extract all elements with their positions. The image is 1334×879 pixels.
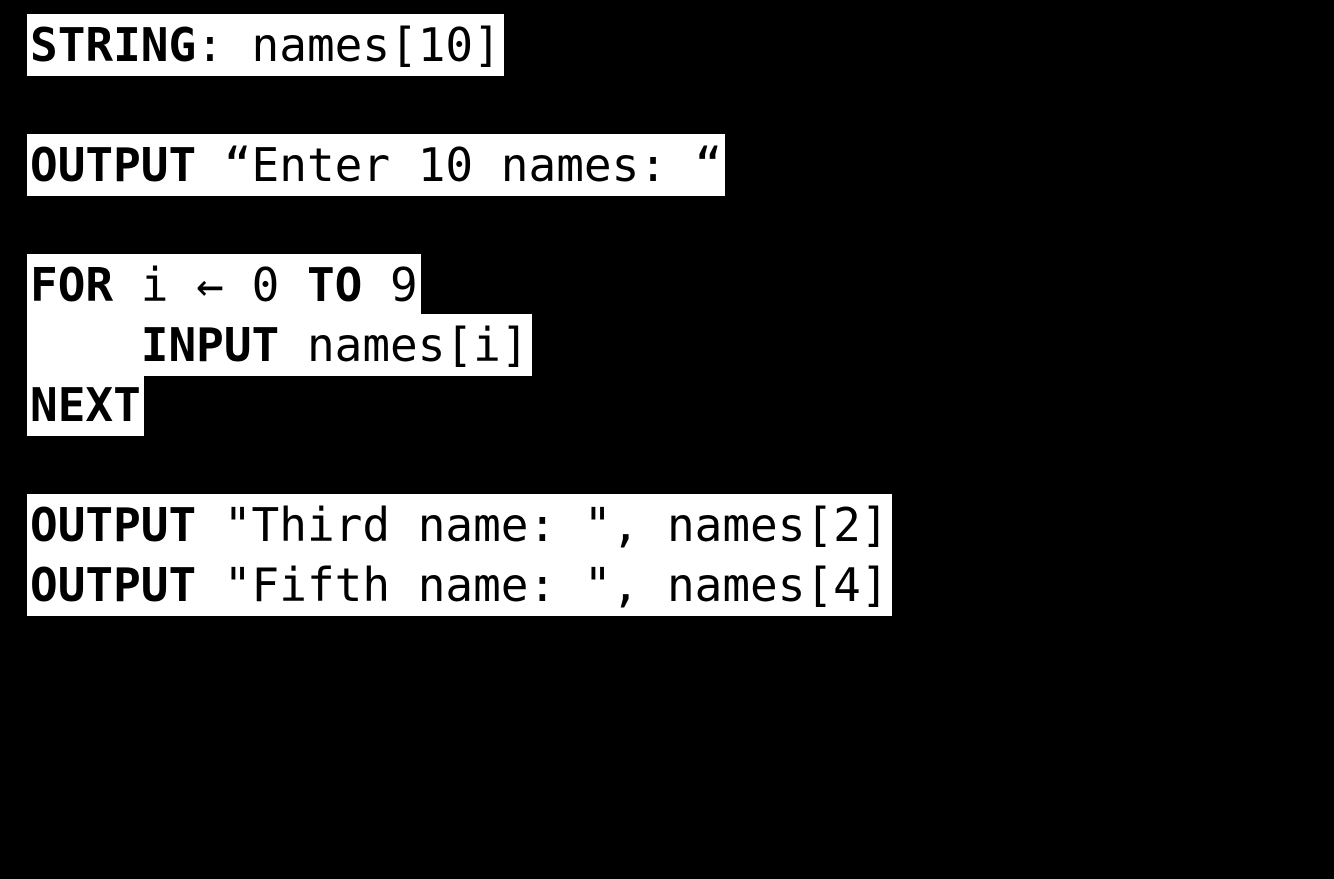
- keyword: FOR: [30, 258, 114, 312]
- code-line: [27, 195, 892, 255]
- code-line-highlight: OUTPUT “Enter 10 names: “: [27, 134, 726, 196]
- keyword: NEXT: [30, 378, 141, 432]
- code-line: [27, 435, 892, 495]
- code-text: i ← 0: [113, 258, 307, 312]
- code-line-highlight: INPUT names[i]: [27, 314, 532, 376]
- keyword: OUTPUT: [30, 138, 197, 192]
- keyword: OUTPUT: [30, 558, 197, 612]
- code-line: STRING: names[10]: [27, 14, 892, 76]
- code-line: OUTPUT "Fifth name: ", names[4]: [27, 554, 892, 616]
- keyword: OUTPUT: [30, 498, 197, 552]
- code-line: OUTPUT “Enter 10 names: “: [27, 134, 892, 196]
- code-line: OUTPUT "Third name: ", names[2]: [27, 494, 892, 556]
- code-text: "Fifth name: ", names[4]: [196, 558, 889, 612]
- code-line: NEXT: [27, 374, 892, 436]
- code-text: : names[10]: [196, 18, 501, 72]
- code-text: names[i]: [279, 318, 529, 372]
- code-text: 9: [362, 258, 418, 312]
- keyword: TO: [306, 258, 363, 312]
- code-line-highlight: OUTPUT "Fifth name: ", names[4]: [27, 554, 892, 616]
- code-text: “Enter 10 names: “: [196, 138, 723, 192]
- code-line: INPUT names[i]: [27, 314, 892, 376]
- code-line-highlight: STRING: names[10]: [27, 14, 504, 76]
- keyword: INPUT: [140, 318, 280, 372]
- code-line-highlight: NEXT: [27, 374, 144, 436]
- code-line-highlight: OUTPUT "Third name: ", names[2]: [27, 494, 892, 556]
- code-block: STRING: names[10] OUTPUT “Enter 10 names:…: [27, 14, 892, 616]
- code-line-highlight: FOR i ← 0 TO 9: [27, 254, 421, 316]
- code-text: [30, 318, 141, 372]
- keyword: STRING: [30, 18, 197, 72]
- code-line: [27, 75, 892, 135]
- code-text: "Third name: ", names[2]: [196, 498, 889, 552]
- code-line: FOR i ← 0 TO 9: [27, 254, 892, 316]
